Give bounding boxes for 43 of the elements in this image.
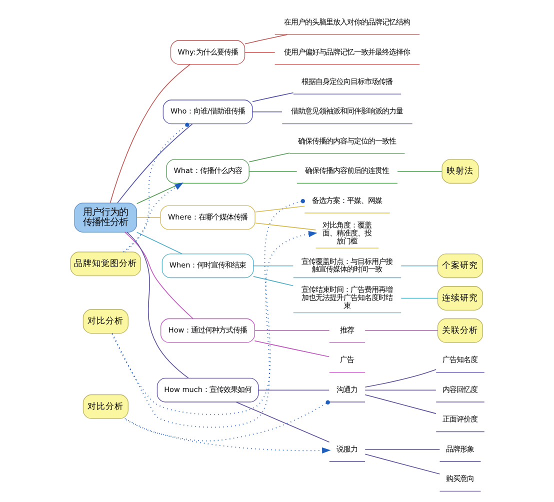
- connector: [136, 217, 160, 218]
- connector: [244, 34, 288, 44]
- connector: [254, 330, 330, 332]
- connector: [248, 152, 290, 162]
- connector: [364, 390, 436, 391]
- node-box: 映射法: [441, 159, 478, 184]
- connector: [248, 170, 297, 172]
- connector: [124, 232, 193, 320]
- connector: [364, 394, 436, 414]
- node-box: 连续研究: [436, 286, 483, 310]
- node-box: 品牌知觉图分析: [70, 252, 141, 276]
- node-box: 个案研究: [436, 254, 483, 278]
- node-box: 关联分析: [436, 318, 483, 343]
- connector: [116, 124, 192, 204]
- connector: [364, 449, 440, 450]
- node-box: 对比分析: [82, 309, 128, 334]
- arrow: [111, 231, 317, 428]
- connector: [124, 122, 189, 252]
- node-box: 对比分析: [82, 394, 128, 419]
- connector: [254, 206, 304, 212]
- arrow: [124, 418, 330, 454]
- connector: [136, 232, 182, 254]
- connector: [252, 276, 294, 286]
- connector: [252, 92, 294, 102]
- connector: [235, 402, 330, 443]
- connector: [110, 199, 304, 415]
- connector: [123, 400, 330, 442]
- connector: [400, 298, 438, 299]
- node-box: 用户行为的传播性分析: [74, 202, 137, 232]
- connector: [364, 330, 438, 332]
- connector: [400, 265, 438, 266]
- connector: [252, 265, 294, 266]
- arrow: [122, 182, 183, 252]
- connector: [396, 170, 442, 172]
- connector: [364, 454, 440, 474]
- connector: [364, 369, 436, 388]
- connector: [109, 64, 190, 204]
- connector: [252, 111, 282, 112]
- connector: [258, 390, 330, 391]
- connector: [254, 222, 316, 230]
- connector: [126, 232, 188, 379]
- connector: [244, 52, 275, 53]
- connector: [254, 340, 330, 358]
